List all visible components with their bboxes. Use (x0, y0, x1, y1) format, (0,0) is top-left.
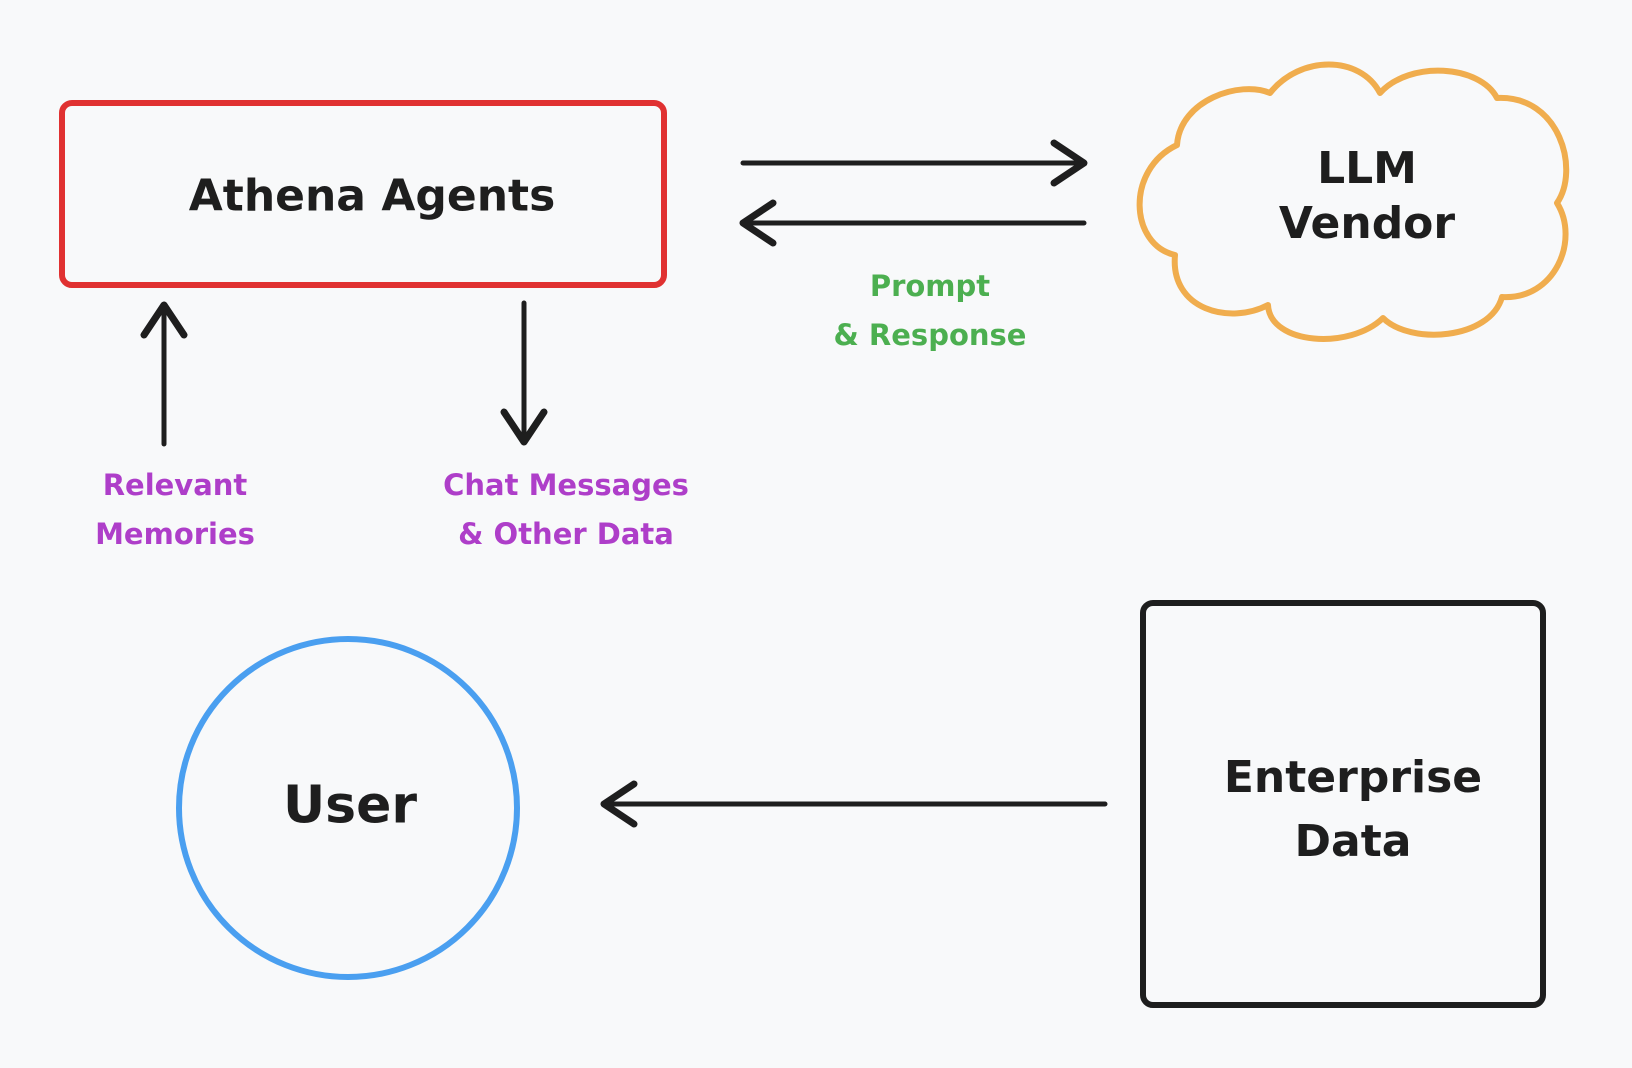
relevant-memories-label: Relevant Memories (95, 468, 255, 551)
llm-vendor-cloud[interactable] (1136, 61, 1570, 342)
enterprise-data-label: Enterprise Data (1223, 752, 1483, 867)
prompt-response-label: Prompt & Response (833, 269, 1027, 352)
user-label: User (282, 775, 418, 836)
user-circle[interactable] (176, 636, 520, 980)
chat-messages-label: Chat Messages & Other Data (443, 468, 689, 551)
athena-agents-box[interactable] (59, 100, 667, 288)
enterprise-data-box[interactable] (1140, 600, 1546, 1008)
athena-agents-label: Athena Agents (188, 170, 556, 222)
llm-vendor-label: LLM Vendor (1278, 143, 1456, 249)
